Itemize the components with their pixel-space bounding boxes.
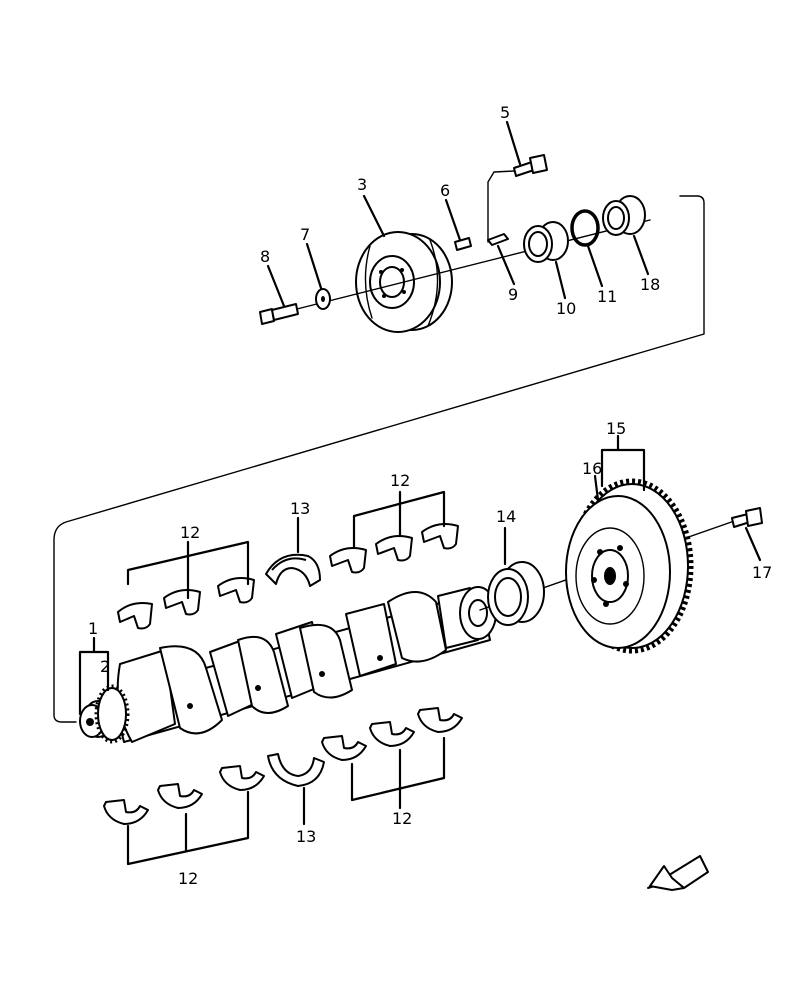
callout-12-lower-right: 12 (392, 809, 412, 828)
flywheel-15 (565, 478, 694, 654)
lower-bearing-shells (103, 707, 463, 825)
callout-8: 8 (260, 247, 270, 266)
callout-12-upper-left: 12 (180, 523, 200, 542)
callout-1: 1 (88, 619, 98, 638)
callout-15: 15 (606, 419, 626, 438)
washer-7 (315, 288, 331, 310)
callout-17: 17 (752, 563, 772, 582)
leader-lines (78, 120, 762, 866)
dowel-pin-6 (454, 237, 472, 251)
timing-gear-2 (94, 684, 130, 744)
callout-5: 5 (500, 103, 510, 122)
callout-7: 7 (300, 225, 310, 244)
callout-12-lower-left: 12 (178, 869, 198, 888)
direction-arrow-icon (647, 855, 709, 891)
callout-16: 16 (582, 459, 602, 478)
callout-12-upper-right: 12 (390, 471, 410, 490)
lower-thrust-bearing-13 (267, 753, 325, 787)
callout-14: 14 (496, 507, 516, 526)
callout-labels: 5 3 6 7 8 9 10 11 18 15 16 12 13 14 12 1… (88, 103, 772, 888)
callout-9: 9 (508, 285, 518, 304)
bolt-17 (731, 507, 763, 528)
callout-6: 6 (440, 181, 450, 200)
callout-18: 18 (640, 275, 660, 294)
callout-10: 10 (556, 299, 576, 318)
bolt-5 (487, 154, 548, 243)
callout-3: 3 (357, 175, 367, 194)
callout-13-lower: 13 (296, 827, 316, 846)
upper-center-axis (284, 219, 651, 313)
damper-pulley (355, 231, 453, 333)
upper-bearing-shells (117, 523, 459, 630)
bolt-8 (259, 303, 299, 325)
callout-13-upper: 13 (290, 499, 310, 518)
key-9 (487, 233, 509, 246)
o-ring-11 (570, 209, 600, 247)
spacer-ring-10 (523, 221, 569, 263)
callout-2: 2 (100, 657, 110, 676)
upper-thrust-bearing-13 (265, 553, 321, 587)
rear-seal-14 (487, 561, 545, 626)
callout-11: 11 (597, 287, 617, 306)
wear-sleeve-18 (602, 195, 646, 236)
crankshaft (79, 586, 497, 744)
assembly-boundary-line (53, 195, 705, 723)
